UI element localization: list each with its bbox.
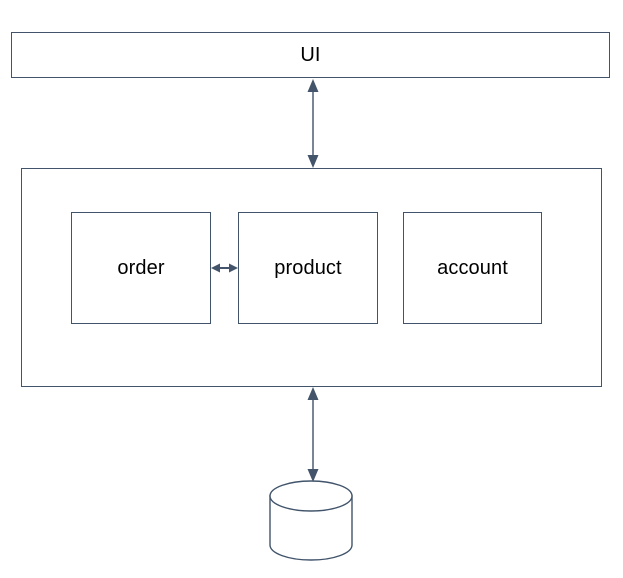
connector-ui-to-services[interactable]: [307, 79, 319, 168]
product-node-label: product: [274, 257, 342, 279]
database-node-body: [269, 495, 353, 561]
account-node-label: account: [437, 257, 508, 279]
database-node[interactable]: [269, 480, 353, 561]
connector-order-to-product-arrowhead-left: [211, 263, 220, 273]
order-node-label: order: [117, 257, 165, 279]
product-node[interactable]: product: [238, 212, 378, 324]
ui-node[interactable]: UI: [11, 32, 610, 78]
connector-ui-to-services-arrowhead-down: [307, 155, 319, 168]
ui-node-label: UI: [300, 44, 321, 66]
connector-ui-to-services-arrowhead-up: [307, 79, 319, 92]
connector-services-to-database-arrowhead-down: [307, 469, 319, 482]
account-node[interactable]: account: [403, 212, 542, 324]
connector-services-to-database[interactable]: [307, 387, 319, 482]
order-node[interactable]: order: [71, 212, 211, 324]
database-node-top-ellipse: [269, 480, 353, 512]
connector-order-to-product[interactable]: [211, 263, 238, 273]
connector-order-to-product-arrowhead-right: [229, 263, 238, 273]
connector-services-to-database-arrowhead-up: [307, 387, 319, 400]
